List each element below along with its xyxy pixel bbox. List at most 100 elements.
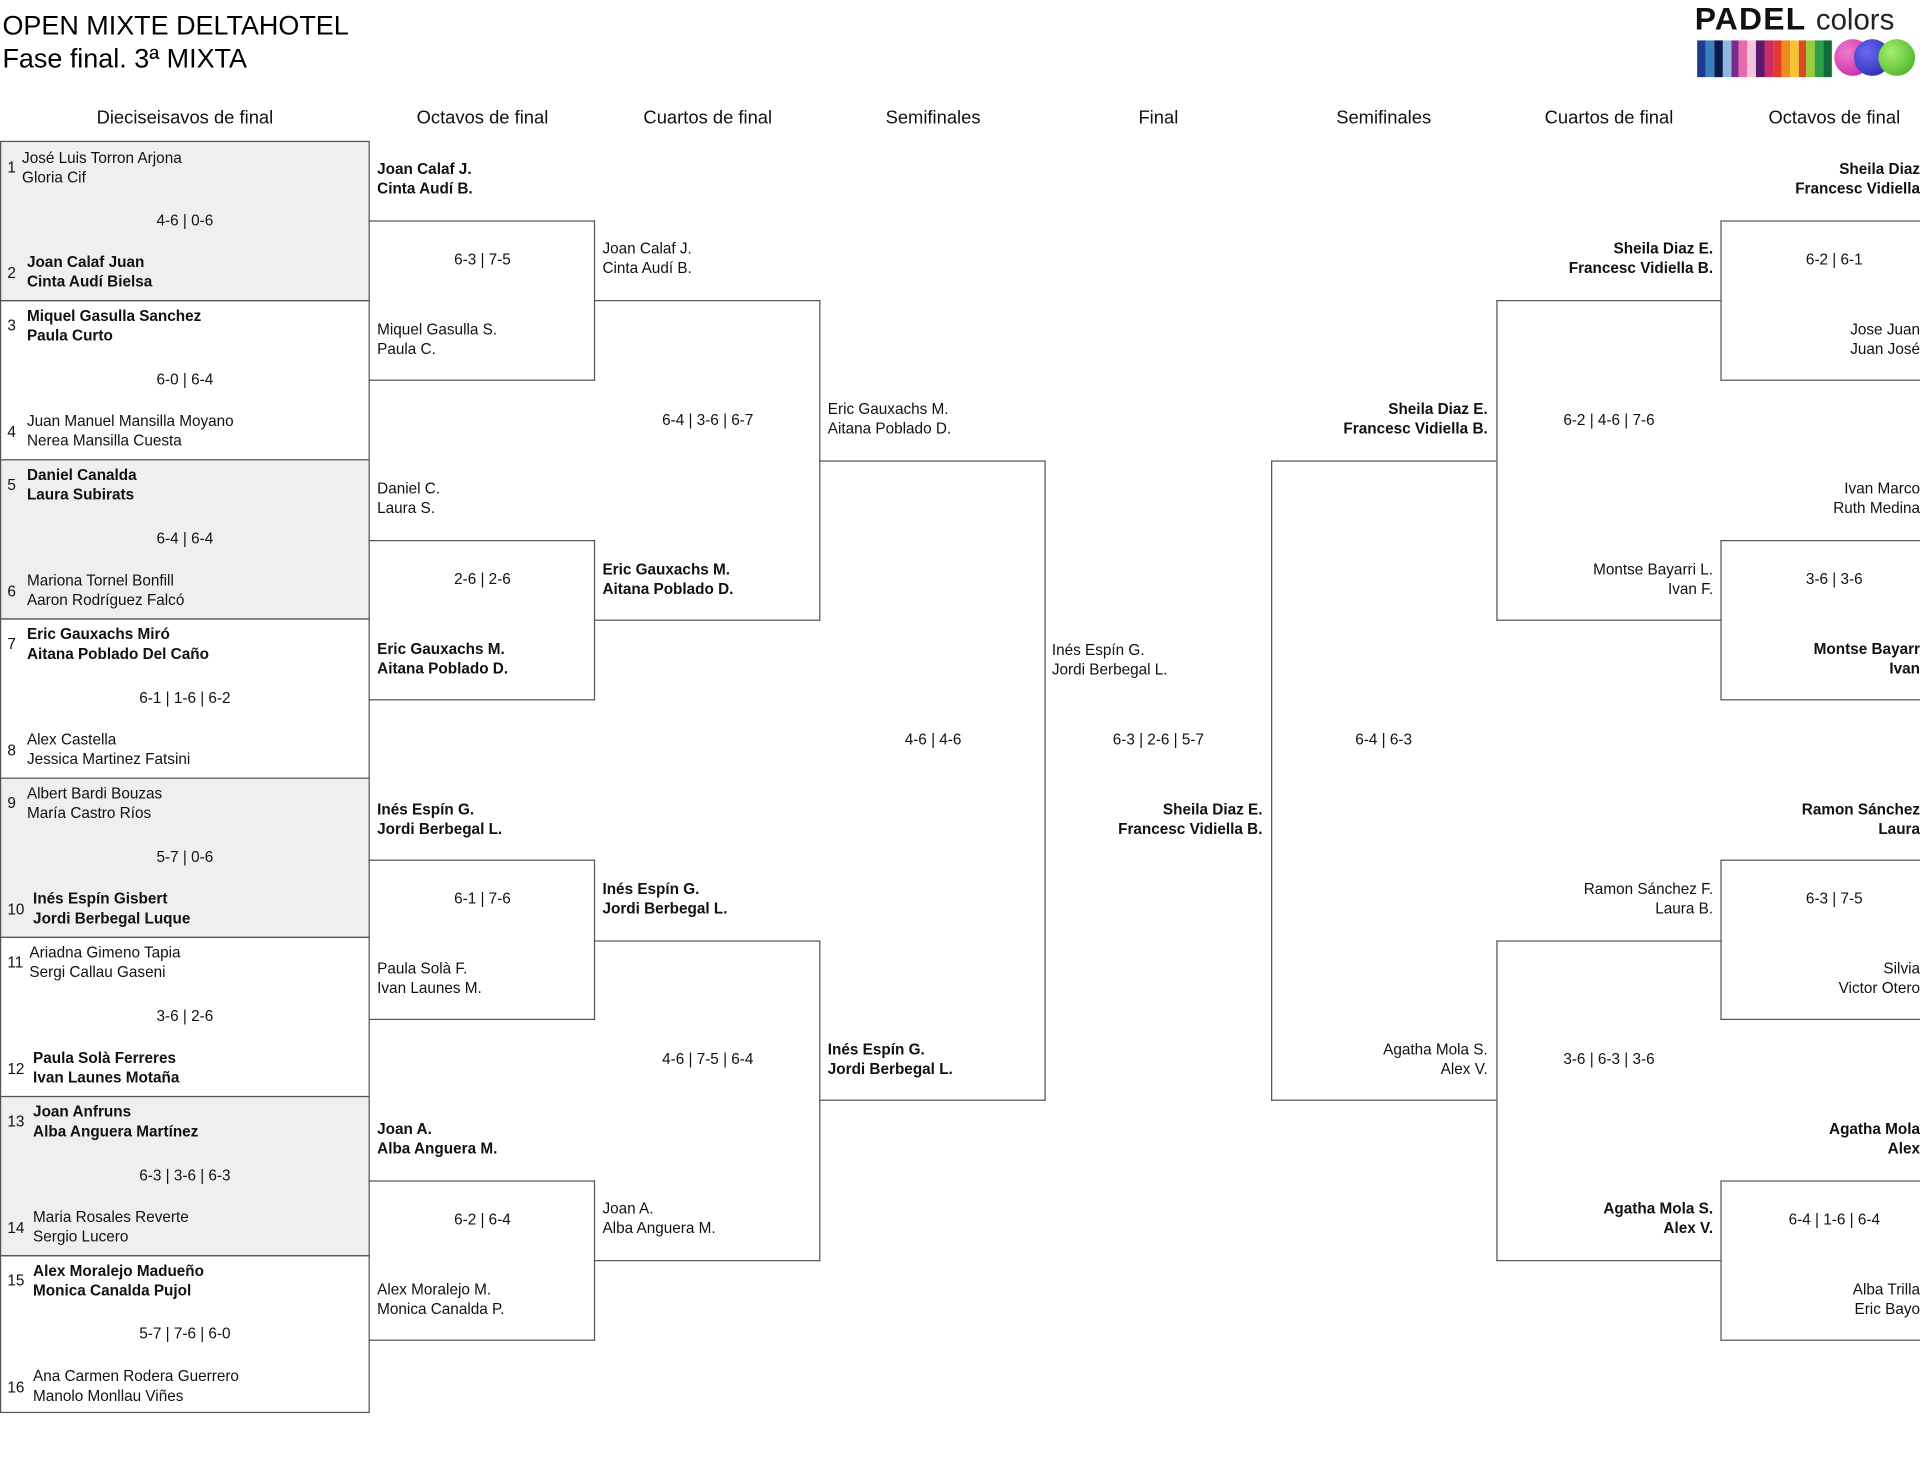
r16-pair: Daniel C.Laura S. bbox=[377, 480, 441, 517]
match-score: 6-1 | 7-6 bbox=[454, 890, 511, 908]
match-score: 6-4 | 6-3 bbox=[1355, 731, 1413, 749]
sf-pair: Agatha Mola S.Alex V. bbox=[1383, 1040, 1488, 1077]
match-score: 6-3 | 3-6 | 6-3 bbox=[139, 1166, 231, 1185]
logo-stripes-icon bbox=[1697, 40, 1832, 78]
tournament-name: OPEN MIXTE DELTAHOTEL bbox=[2, 9, 349, 41]
seed-number: 6 bbox=[7, 582, 16, 601]
bracket-page: OPEN MIXTE DELTAHOTEL Fase final. 3ª MIX… bbox=[0, 0, 1920, 1414]
seed-number: 1 bbox=[7, 159, 16, 177]
match-score: 4-6 | 4-6 bbox=[904, 731, 962, 749]
seed-number: 10 bbox=[7, 901, 25, 919]
seed-number: 14 bbox=[7, 1219, 25, 1237]
header-final: Final bbox=[1138, 107, 1179, 129]
sf-pair: Eric Gauxachs M.Aitana Poblado D. bbox=[827, 400, 952, 437]
r16-connector bbox=[368, 859, 596, 1021]
r32-match-box bbox=[0, 777, 370, 938]
match-score: 6-2 | 6-1 bbox=[1805, 251, 1863, 269]
match-score: 6-3 | 7-5 bbox=[1805, 890, 1863, 908]
r16-pair: Miquel Gasulla S.Paula C. bbox=[377, 320, 498, 357]
match-score: 6-4 | 1-6 | 6-4 bbox=[1788, 1211, 1880, 1229]
match-score: 4-6 | 7-5 | 6-4 bbox=[662, 1050, 754, 1068]
header-r32: Dieciseisavos de final bbox=[96, 107, 274, 129]
seed-number: 13 bbox=[7, 1113, 25, 1131]
seed-number: 8 bbox=[7, 742, 16, 760]
match-score: 3-6 | 2-6 bbox=[156, 1007, 214, 1025]
header-r16-right: Octavos de final bbox=[1768, 107, 1901, 129]
qf-connector bbox=[593, 940, 821, 1262]
header-sf-right: Semifinales bbox=[1336, 107, 1432, 129]
r16-pair: Joan Calaf J.Cinta Audí B. bbox=[377, 160, 473, 197]
qf-pair: Ramon Sánchez F.Laura B. bbox=[1583, 880, 1714, 917]
header-qf-left: Cuartos de final bbox=[643, 107, 773, 129]
match-score: 6-3 | 7-5 bbox=[454, 251, 511, 269]
seed-number: 3 bbox=[7, 317, 16, 335]
phase-name: Fase final. 3ª MIXTA bbox=[2, 42, 247, 74]
match-score: 5-7 | 7-6 | 6-0 bbox=[139, 1324, 231, 1343]
seed-number: 15 bbox=[7, 1272, 25, 1290]
header-r16-left: Octavos de final bbox=[416, 107, 549, 129]
logo-suffix: colors bbox=[1815, 3, 1895, 37]
match-score: 4-6 | 0-6 bbox=[156, 211, 214, 229]
match-score: 6-0 | 6-4 bbox=[156, 371, 214, 389]
qf-pair: Eric Gauxachs M.Aitana Poblado D. bbox=[602, 560, 734, 597]
sf-pair: Inés Espín G.Jordi Berbegal L. bbox=[827, 1040, 953, 1077]
r16-connector bbox=[1720, 540, 1920, 701]
seed-number: 4 bbox=[7, 423, 16, 441]
match-score: 2-6 | 2-6 bbox=[454, 570, 511, 588]
r16-pair: Alex Moralejo M.Monica Canalda P. bbox=[377, 1280, 505, 1317]
match-score: 3-6 | 3-6 bbox=[1805, 570, 1863, 588]
seed-number: 9 bbox=[7, 794, 16, 812]
header-sf-left: Semifinales bbox=[885, 107, 981, 129]
padel-colors-logo: PADEL colors bbox=[1695, 0, 1920, 81]
match-score: 6-1 | 1-6 | 6-2 bbox=[139, 689, 231, 707]
match-score: 3-6 | 6-3 | 3-6 bbox=[1563, 1050, 1655, 1068]
qf-pair: Joan Calaf J.Cinta Audí B. bbox=[602, 240, 692, 277]
qf-connector bbox=[1496, 300, 1722, 621]
match-score: 6-4 | 3-6 | 6-7 bbox=[662, 411, 754, 429]
r16-pair: Joan A.Alba Anguera M. bbox=[377, 1120, 498, 1157]
r16-connector bbox=[1720, 1180, 1920, 1341]
r16-pair: Eric Gauxachs M.Aitana Poblado D. bbox=[377, 640, 509, 677]
match-score: 5-7 | 0-6 bbox=[156, 848, 214, 866]
qf-pair: Sheila Diaz E.Francesc Vidiella B. bbox=[1568, 240, 1714, 277]
final-pair-top: Inés Espín G.Jordi Berbegal L. bbox=[1051, 641, 1168, 678]
r32-match-box bbox=[0, 1255, 370, 1414]
final-pair-bottom: Sheila Diaz E.Francesc Vidiella B. bbox=[1118, 800, 1263, 837]
sf-pair: Sheila Diaz E.Francesc Vidiella B. bbox=[1343, 400, 1488, 437]
r16-connector bbox=[1720, 220, 1920, 381]
r16-pair: Inés Espín G.Jordi Berbegal L. bbox=[377, 800, 503, 837]
ball-green-icon bbox=[1878, 39, 1916, 76]
final-score: 6-3 | 2-6 | 5-7 bbox=[1112, 731, 1205, 749]
seed-number: 7 bbox=[7, 635, 16, 653]
logo-brand: PADEL bbox=[1694, 0, 1806, 37]
qf-connector bbox=[593, 300, 821, 621]
seed-number: 16 bbox=[7, 1378, 25, 1396]
match-score: 6-2 | 4-6 | 7-6 bbox=[1563, 411, 1655, 429]
r32-match-box bbox=[0, 140, 370, 302]
r32-match-box bbox=[0, 459, 370, 620]
r16-pair: Paula Solà F.Ivan Launes M. bbox=[377, 960, 482, 997]
sf-connector bbox=[819, 460, 1046, 1101]
qf-connector bbox=[1496, 940, 1722, 1262]
seed-number: 12 bbox=[7, 1060, 25, 1078]
